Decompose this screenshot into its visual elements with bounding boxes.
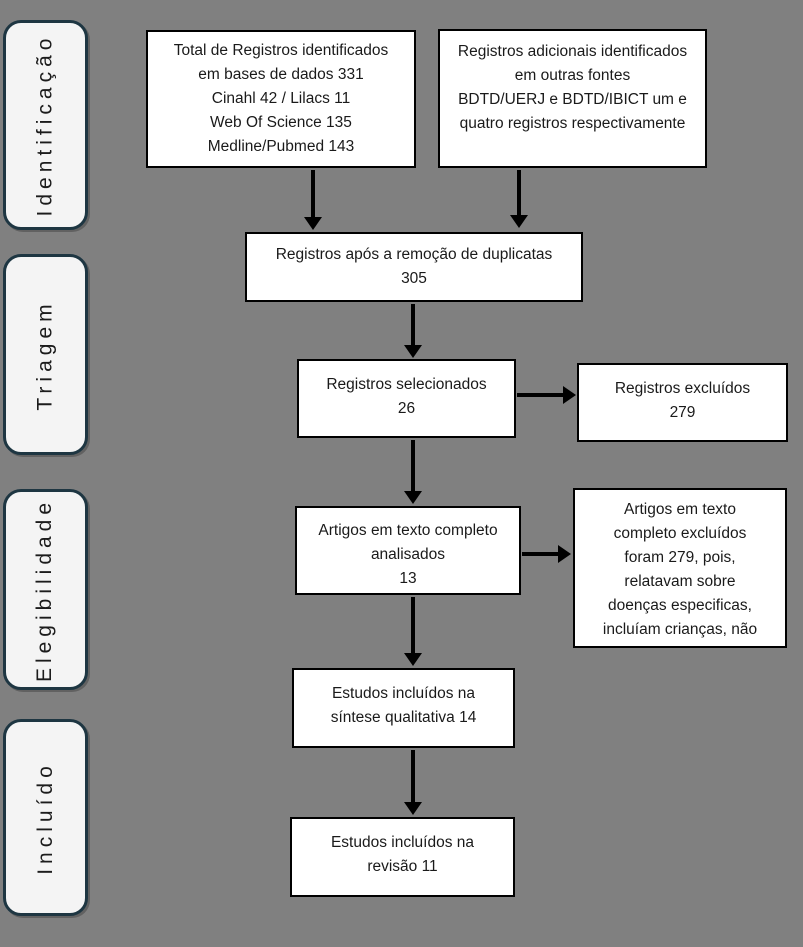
stage-eligibility-label: Elegibilidade bbox=[33, 497, 57, 682]
box-fulltext-excluded: Artigos em texto completo excluídos fora… bbox=[573, 488, 787, 648]
stage-eligibility: Elegibilidade bbox=[3, 489, 88, 690]
box-qualitative-synthesis-text: Estudos incluídos na síntese qualitativa… bbox=[330, 685, 477, 727]
arrow-fulltext-to-fulltext-excluded bbox=[522, 552, 558, 556]
stage-screening: Triagem bbox=[3, 254, 88, 455]
arrow-fulltext-to-qualitative bbox=[411, 597, 415, 653]
box-other-sources: Registros adicionais identificados em ou… bbox=[438, 29, 707, 168]
arrow-selected-to-excluded bbox=[517, 393, 563, 397]
arrow-selected-to-fulltext bbox=[411, 440, 415, 491]
box-after-duplicates-text: Registros após a remoção de duplicatas 3… bbox=[275, 245, 553, 287]
arrow-duplicates-to-selected bbox=[411, 304, 415, 345]
box-selected-text: Registros selecionados 26 bbox=[326, 376, 487, 418]
box-databases: Total de Registros identificados em base… bbox=[146, 30, 416, 168]
box-databases-text: Total de Registros identificados em base… bbox=[173, 41, 389, 156]
box-excluded-text: Registros excluídos 279 bbox=[614, 380, 751, 422]
box-review-included-text: Estudos incluídos na revisão 11 bbox=[330, 834, 475, 876]
arrow-other-sources-to-duplicates bbox=[517, 170, 521, 215]
box-selected: Registros selecionados 26 bbox=[297, 359, 516, 438]
arrow-qualitative-to-review bbox=[411, 750, 415, 802]
box-other-sources-text: Registros adicionais identificados em ou… bbox=[457, 43, 688, 133]
box-review-included: Estudos incluídos na revisão 11 bbox=[290, 817, 515, 897]
stage-screening-label: Triagem bbox=[33, 298, 57, 411]
box-fulltext-analysed: Artigos em texto completo analisados 13 bbox=[295, 506, 521, 595]
arrow-databases-to-duplicates bbox=[311, 170, 315, 217]
stage-identification-label: Identificação bbox=[33, 33, 57, 217]
stage-identification: Identificação bbox=[3, 20, 88, 230]
box-qualitative-synthesis: Estudos incluídos na síntese qualitativa… bbox=[292, 668, 515, 748]
stage-included-label: Incluído bbox=[33, 760, 57, 875]
box-fulltext-excluded-text: Artigos em texto completo excluídos fora… bbox=[602, 501, 758, 639]
stage-included: Incluído bbox=[3, 719, 88, 916]
box-excluded: Registros excluídos 279 bbox=[577, 363, 788, 442]
box-fulltext-analysed-text: Artigos em texto completo analisados 13 bbox=[318, 522, 498, 588]
box-after-duplicates: Registros após a remoção de duplicatas 3… bbox=[245, 232, 583, 302]
